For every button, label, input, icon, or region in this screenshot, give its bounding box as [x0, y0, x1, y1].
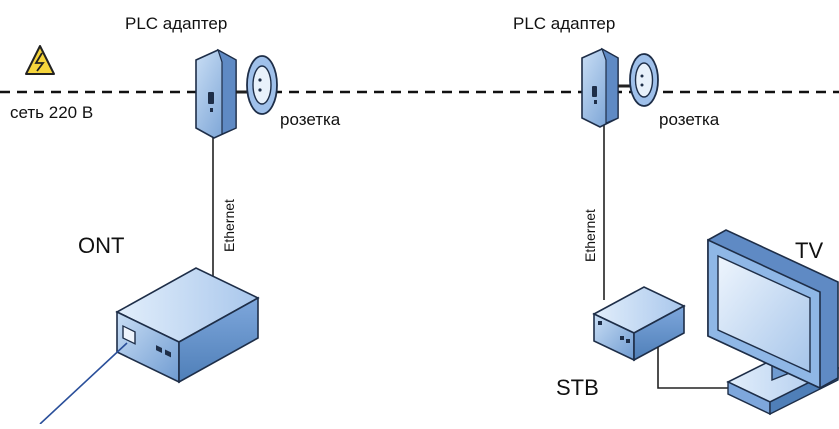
ethernet-left-label: Ethernet: [221, 199, 237, 252]
stb-tv-cable: [657, 347, 742, 389]
tv-device: [707, 229, 839, 416]
high-voltage-warning-icon: [25, 45, 55, 75]
plc-adapter-right: [581, 47, 619, 128]
socket-left-label: розетка: [280, 110, 341, 129]
mains-label: сеть 220 В: [10, 103, 93, 122]
tv-label: TV: [795, 238, 823, 263]
stb-device: [592, 286, 686, 362]
ont-label: ONT: [78, 233, 124, 258]
ont-device: [115, 267, 260, 384]
plc-right-label: PLC адаптер: [513, 14, 615, 33]
plc-left-label: PLC адаптер: [125, 14, 227, 33]
ont-callout-line: [39, 342, 128, 425]
socket-left-icon: [236, 55, 278, 115]
socket-right-label: розетка: [659, 110, 720, 129]
socket-right-icon: [618, 53, 659, 107]
plc-adapter-left: [195, 48, 237, 139]
stb-label: STB: [556, 375, 599, 400]
ethernet-right-label: Ethernet: [582, 209, 598, 262]
